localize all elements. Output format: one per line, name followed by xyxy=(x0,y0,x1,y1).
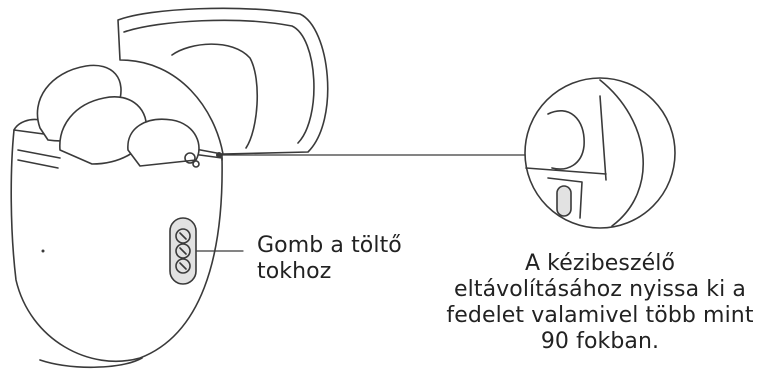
charging-case-button[interactable] xyxy=(169,217,197,285)
hinge-point xyxy=(216,152,222,158)
lid-instruction-line-1: A kézibeszélő xyxy=(524,251,676,276)
case-lid xyxy=(117,7,329,155)
case-button-label-line-1: Gomb a töltő xyxy=(257,233,402,258)
lid-instruction-line-3: fedelet valamivel több mint xyxy=(446,303,754,328)
case-body xyxy=(10,118,223,369)
lid-instruction-line-4: 90 fokban. xyxy=(540,329,660,354)
lid-instruction-line-2: eltávolításához nyissa ki a xyxy=(454,277,746,302)
lid-open-instruction: A kézibeszélő eltávolításához nyissa ki … xyxy=(445,251,755,355)
case-indicator-dot xyxy=(41,249,45,253)
case-button-label-line-2: tokhoz xyxy=(257,259,332,284)
earbud-left xyxy=(36,64,148,165)
earbud-right xyxy=(127,118,200,168)
hinge-detail-circle xyxy=(524,77,676,229)
case-button-label: Gomb a töltő tokhoz xyxy=(257,233,437,285)
